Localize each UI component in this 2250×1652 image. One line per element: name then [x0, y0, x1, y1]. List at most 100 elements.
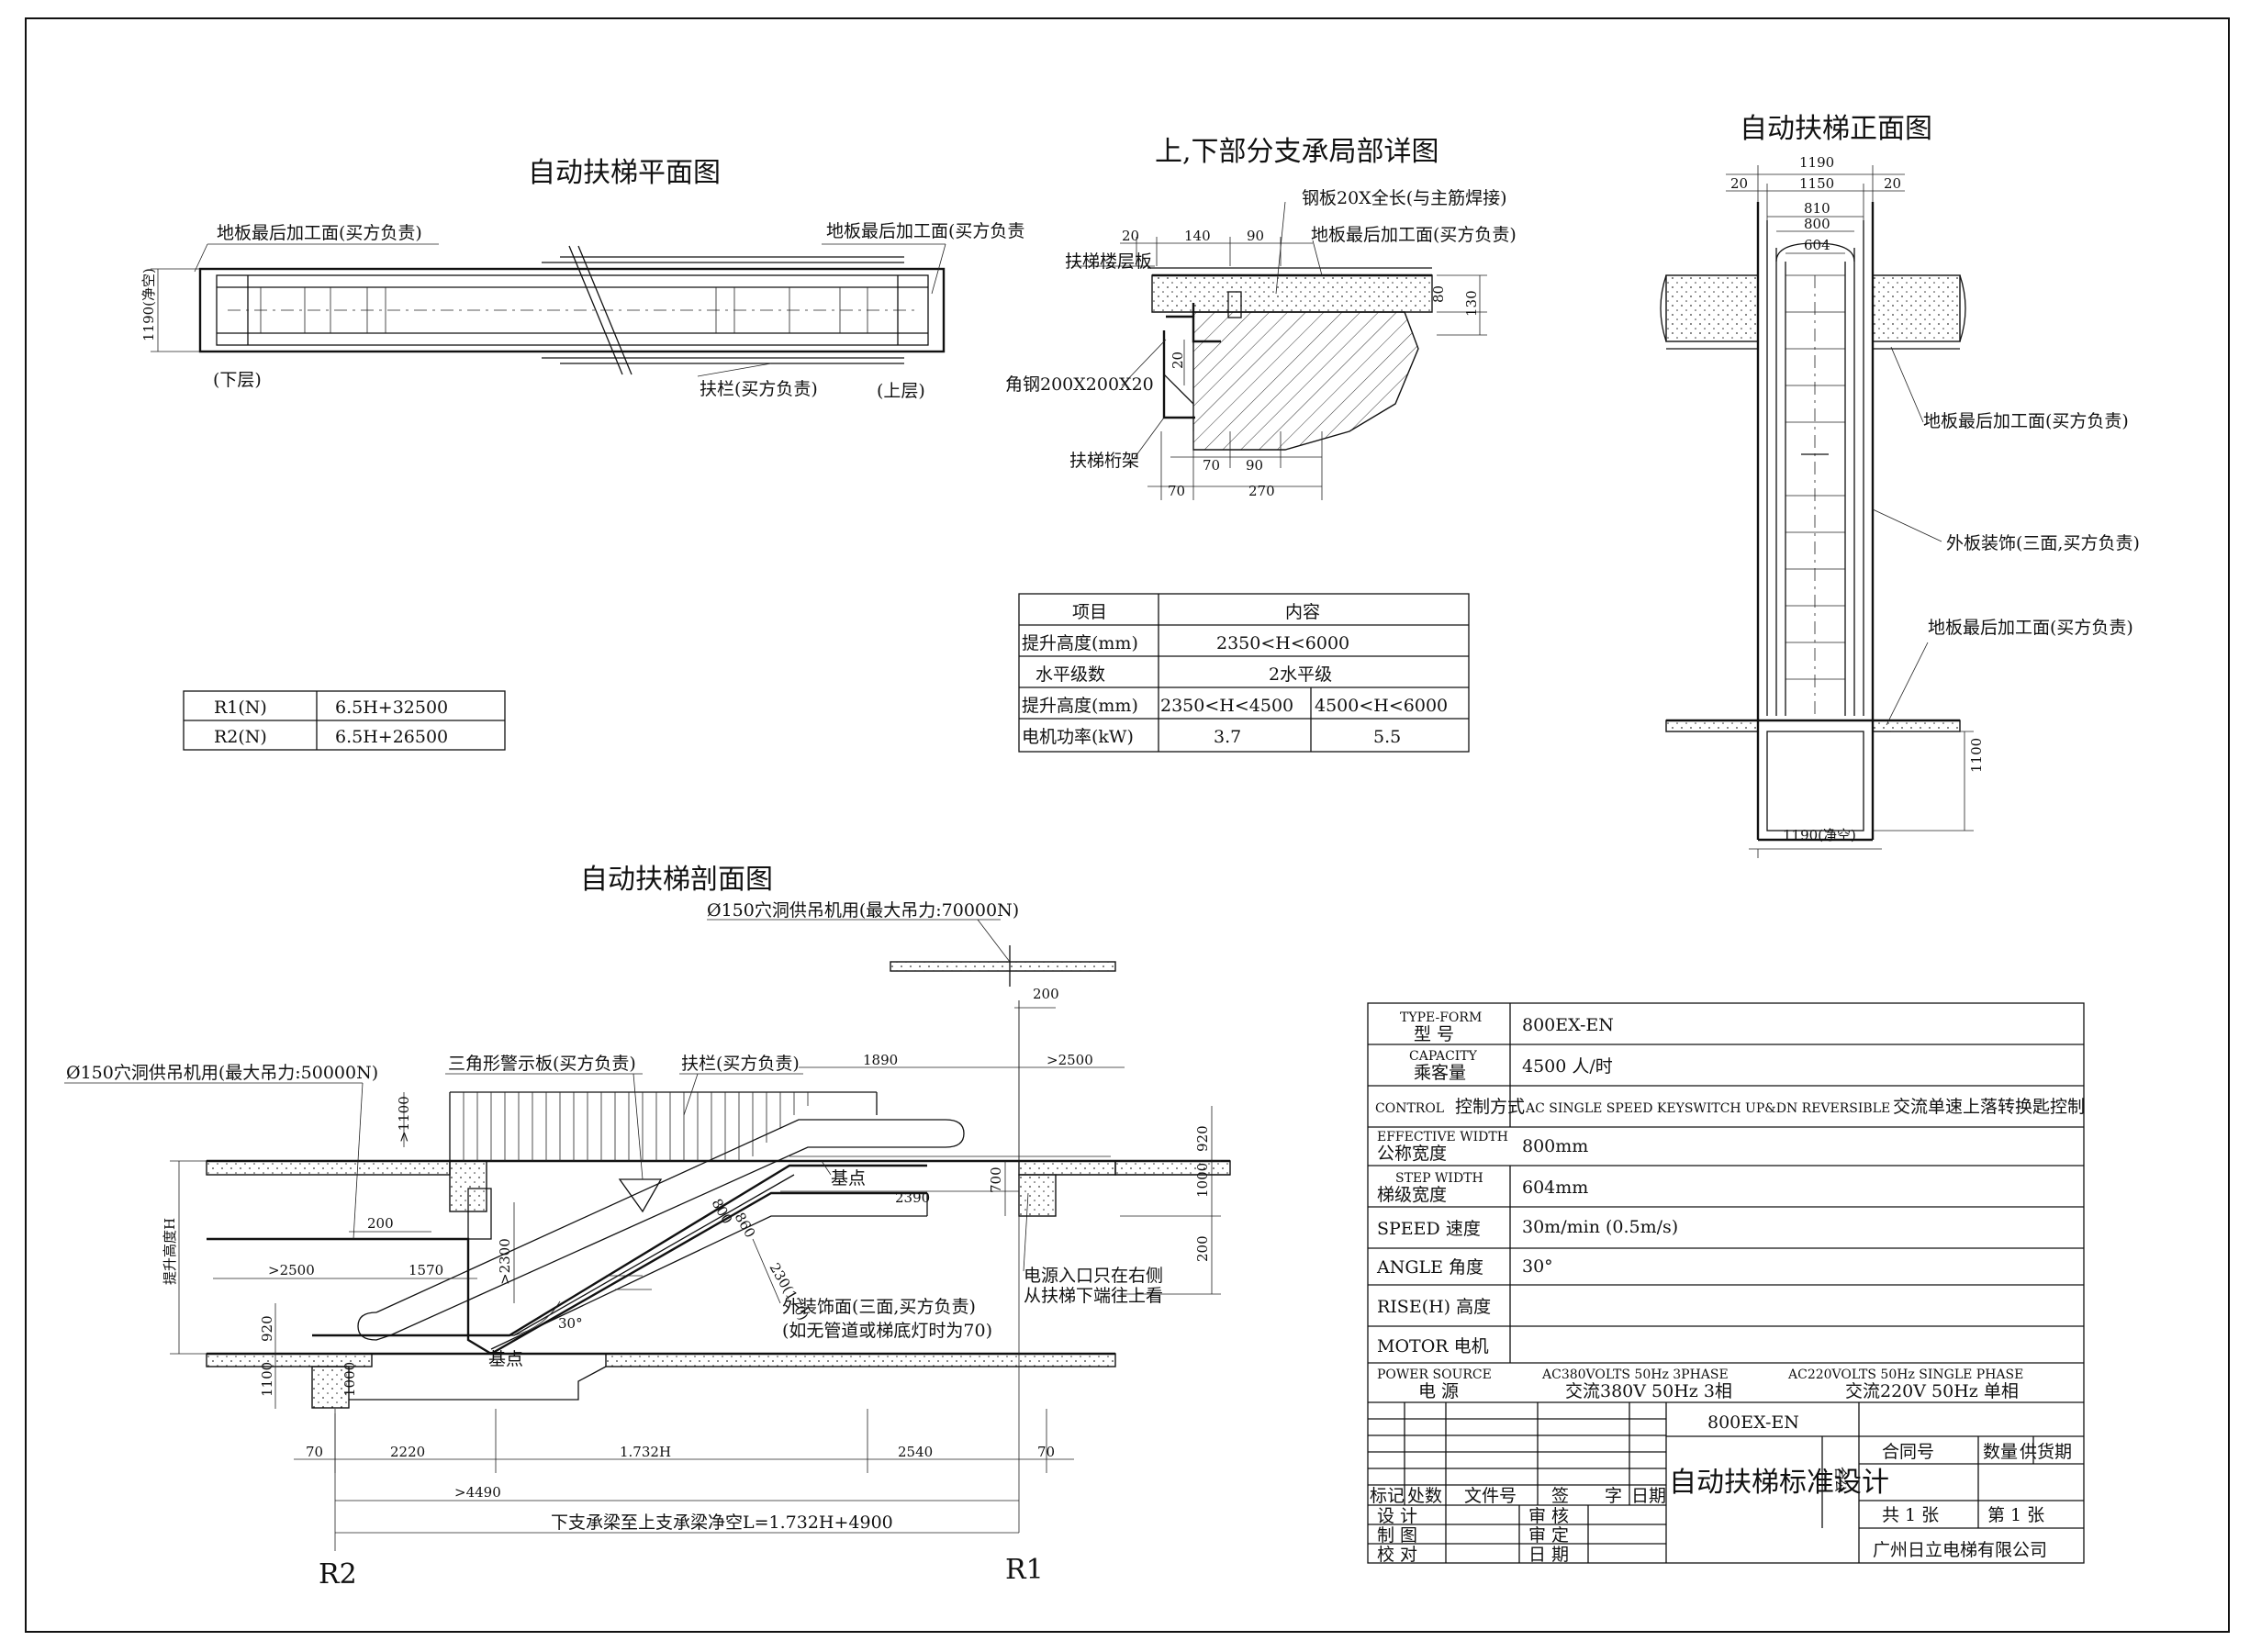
tb-rise-label: RISE(H) 高度	[1377, 1297, 1491, 1317]
section-hole-lower-label: Ø150穴洞供吊机用(最大吊力:50000N)	[66, 1063, 378, 1083]
front-dim-1150: 1150	[1799, 175, 1834, 192]
tb-check: 校 对	[1377, 1545, 1417, 1565]
tb-step-width-en: STEP WIDTH	[1395, 1171, 1483, 1186]
tb-speed-label: SPEED 速度	[1377, 1219, 1481, 1239]
tb-eff-width-cn: 公称宽度	[1377, 1144, 1447, 1164]
detail-dim-20a: 20	[1122, 228, 1139, 244]
section-dim-700: 700	[988, 1166, 1004, 1193]
tb-design-title: 自动扶梯标准设计	[1669, 1467, 1889, 1499]
front-dim-810: 810	[1804, 200, 1830, 217]
section-power-entry-2: 从扶梯下端往上看	[1024, 1286, 1163, 1306]
front-cladding-label: 外板装饰(三面,买方负责)	[1946, 533, 2140, 553]
detail-dim-130: 130	[1463, 290, 1480, 317]
tb-power-b-cn: 交流220V 50Hz 单相	[1845, 1381, 2019, 1401]
tb-model: 800EX-EN	[1707, 1412, 1799, 1433]
detail-dim-140: 140	[1184, 228, 1211, 244]
section-dim-70b: 70	[1037, 1444, 1055, 1460]
spec-motor-b: 5.5	[1373, 727, 1401, 747]
section-hole-upper-label: Ø150穴洞供吊机用(最大吊力:70000N)	[707, 900, 1019, 921]
tb-rev-h3: 签	[1551, 1486, 1569, 1506]
tb-type-form-val: 800EX-EN	[1522, 1015, 1614, 1035]
tb-power-en: POWER SOURCE	[1377, 1367, 1492, 1382]
front-view: 1190 1150 20 20 810 800 604 1100 1190(净空…	[1660, 154, 2140, 858]
spec-level-value: 2水平级	[1269, 664, 1332, 685]
tb-power-b-en: AC220VOLTS 50Hz SINGLE PHASE	[1787, 1367, 2023, 1382]
spec-rise-a: 2350<H<4500	[1160, 696, 1293, 716]
detail-angle-steel-label: 角钢200X200X20	[1005, 374, 1154, 395]
tb-rev-h4: 字	[1605, 1486, 1622, 1506]
tb-capacity-val: 4500 人/时	[1522, 1056, 1613, 1077]
section-view: Ø150穴洞供吊机用(最大吊力:70000N) Ø150穴洞供吊机用(最大吊力:…	[64, 900, 1231, 1591]
section-dim-2500a: >2500	[1047, 1052, 1093, 1068]
tb-motor-label: MOTOR 电机	[1377, 1336, 1489, 1356]
section-dim-1570: 1570	[409, 1262, 443, 1278]
plan-floor-right-label: 地板最后加工面(买方负责	[826, 221, 1024, 241]
tb-control-val: AC SINGLE SPEED KEYSWITCH UP&DN REVERSIB…	[1525, 1101, 1890, 1116]
spec-header-item: 项目	[1072, 602, 1107, 622]
reaction-r1-name: R1(N)	[214, 698, 267, 718]
front-dim-1100: 1100	[1968, 738, 1985, 773]
detail-dim-20b: 20	[1170, 352, 1186, 369]
detail-floor-finish-label: 地板最后加工面(买方负责)	[1311, 225, 1517, 245]
plan-handrail-label: 扶栏(买方负责)	[700, 379, 818, 399]
tb-control-cn-val: 交流单速上落转换匙控制	[1893, 1097, 2085, 1117]
section-dim-4490: >4490	[454, 1484, 501, 1501]
section-dim-1100b: 1100	[259, 1362, 275, 1397]
section-title: 自动扶梯剖面图	[580, 864, 773, 896]
spec-rise-label: 提升高度(mm)	[1022, 633, 1138, 653]
spec-header-content: 内容	[1285, 602, 1320, 622]
section-angle: 30°	[558, 1315, 583, 1332]
tb-quantity: 数量	[1983, 1442, 2018, 1462]
front-dim-604: 604	[1804, 237, 1830, 253]
plan-view: 地板最后加工面(买方负责) 地板最后加工面(买方负责 1190(净空) (下层)…	[140, 221, 1024, 401]
section-dim-2300: >2300	[497, 1238, 513, 1285]
tb-speed-val: 30m/min (0.5m/s)	[1522, 1217, 1678, 1237]
tb-total-sheets: 共 1 张	[1882, 1505, 1939, 1525]
section-dim-200c: 200	[367, 1215, 394, 1232]
tb-angle-label: ANGLE 角度	[1376, 1257, 1483, 1278]
title-block: TYPE-FORM 型 号 800EX-EN CAPACITY 乘客量 4500…	[1367, 1002, 2085, 1565]
detail-dim-80: 80	[1430, 285, 1447, 303]
section-dim-1890: 1890	[863, 1052, 898, 1068]
detail-steel-plate-label: 钢板20X全长(与主筋焊接)	[1302, 188, 1507, 208]
tb-approve: 审 定	[1528, 1525, 1569, 1546]
section-bottom-note: 下支承梁至上支承梁净空L=1.732H+4900	[551, 1512, 893, 1533]
tb-eff-width-val: 800mm	[1522, 1136, 1588, 1156]
section-base-upper: 基点	[831, 1168, 866, 1189]
front-floor-finish-2: 地板最后加工面(买方负责)	[1928, 618, 2133, 638]
section-warning-label: 三角形警示板(买方负责)	[448, 1054, 636, 1074]
tb-power-a-cn: 交流380V 50Hz 3相	[1565, 1381, 1732, 1401]
tb-drawn: 制 图	[1377, 1525, 1417, 1546]
plan-floor-left-label: 地板最后加工面(买方负责)	[217, 223, 422, 243]
tb-type-form-en: TYPE-FORM	[1400, 1010, 1482, 1025]
section-handrail-label: 扶栏(买方负责)	[681, 1054, 800, 1074]
tb-rev-h1: 处数	[1407, 1486, 1442, 1506]
spec-motor-a: 3.7	[1214, 727, 1241, 747]
front-dim-20-left: 20	[1730, 175, 1748, 192]
spec-rise-b: 4500<H<6000	[1315, 696, 1448, 716]
tb-contract-no: 合同号	[1882, 1442, 1934, 1462]
tb-delivery: 供货期	[2020, 1442, 2072, 1462]
section-cladding-2: (如无管道或梯底灯时为70)	[782, 1321, 992, 1341]
tb-eff-width-en: EFFECTIVE WIDTH	[1377, 1130, 1508, 1144]
reaction-r2-formula: 6.5H+26500	[335, 727, 448, 747]
balustrade-posts	[463, 1092, 809, 1161]
reaction-r2-name: R2(N)	[214, 727, 267, 747]
section-dim-920b: 920	[259, 1315, 275, 1342]
section-dim-1100a: >1100	[396, 1096, 412, 1143]
detail-dim-70a: 70	[1203, 457, 1220, 474]
section-dim-1000b: 1000	[341, 1362, 358, 1397]
section-dim-920a: 920	[1194, 1125, 1211, 1152]
front-floor-finish-1: 地板最后加工面(买方负责)	[1923, 411, 2129, 431]
plan-lower-label: (下层)	[213, 370, 262, 390]
section-rise-h: 提升高度H	[162, 1218, 178, 1285]
plan-upper-label: (上层)	[877, 381, 925, 401]
spec-rise-label-2: 提升高度(mm)	[1022, 696, 1138, 716]
tb-angle-val: 30°	[1522, 1256, 1553, 1277]
tb-power-a-en: AC380VOLTS 50Hz 3PHASE	[1541, 1367, 1729, 1382]
detail-dim-90b: 90	[1246, 457, 1263, 474]
front-dim-800: 800	[1804, 216, 1830, 232]
tb-type-form-cn: 型 号	[1414, 1024, 1454, 1044]
reaction-table: R1(N) 6.5H+32500 R2(N) 6.5H+26500	[183, 690, 506, 751]
